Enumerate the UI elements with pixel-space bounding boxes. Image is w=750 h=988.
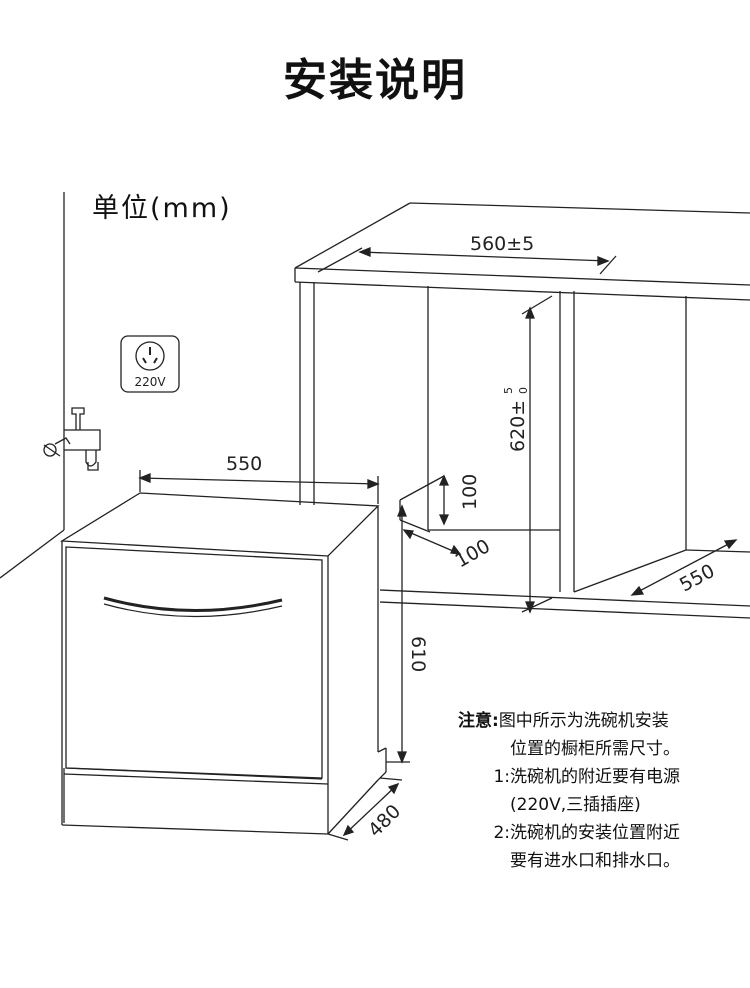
dim-dishwasher-depth-label: 480 [364, 800, 405, 841]
dim-cabinet-height-tol-upper: 5 [502, 387, 515, 394]
dim-niche-depth-group: 100 [452, 535, 494, 572]
dishwasher-handle [103, 596, 283, 618]
socket-label: 220V [134, 375, 166, 389]
niche-step [399, 475, 445, 533]
dim-cabinet-depth-group: 550 [676, 560, 718, 596]
dim-dishwasher-width-label: 550 [226, 453, 262, 475]
countertop [294, 202, 750, 301]
notes-item2-num: 2: [493, 823, 510, 843]
dim-niche-height [438, 474, 450, 526]
notes-item1-line1: 洗碗机的附近要有电源 [510, 767, 680, 787]
dim-cabinet-height-tol-lower: 0 [517, 387, 530, 394]
notes-item1-line2: (220V,三插插座) [510, 795, 641, 815]
notes-label: 注意: [458, 711, 499, 731]
dim-cabinet-width-label: 560±5 [470, 233, 534, 255]
notes-intro-line2: 位置的橱柜所需尺寸。 [510, 739, 680, 759]
notes-item2-line2: 要有进水口和排水口。 [510, 851, 680, 871]
dim-niche-depth-label: 100 [452, 535, 494, 572]
notes-intro-line1: 图中所示为洗碗机安装 [498, 711, 669, 731]
cabinet-opening [299, 282, 750, 619]
notes-item1-num: 1: [493, 767, 510, 787]
dim-dishwasher-depth [327, 777, 403, 841]
dim-niche-height-label: 100 [459, 474, 481, 510]
dim-cabinet-height-label: 620± [507, 400, 529, 452]
dishwasher [59, 492, 387, 835]
power-socket-icon [120, 335, 180, 393]
dim-cabinet-height [521, 295, 553, 614]
dim-dishwasher-height-label: 610 [407, 636, 429, 672]
dim-cabinet-depth-label: 550 [676, 560, 718, 596]
dim-dishwasher-height-group: 610 [407, 636, 429, 672]
unit-label: 单位(mm) [92, 193, 232, 224]
notes-item2-line1: 洗碗机的安装位置附近 [510, 823, 680, 843]
notes-item-2: 2: 洗碗机的安装位置附近 [458, 819, 680, 847]
dim-dishwasher-height [386, 504, 410, 764]
installation-notes: 注意: 图中所示为洗碗机安装 位置的橱柜所需尺寸。 1: 洗碗机的附近要有电源 … [458, 707, 680, 875]
notes-intro: 注意: 图中所示为洗碗机安装 [458, 707, 680, 735]
water-tap-icon [43, 407, 101, 471]
dim-dishwasher-depth-group: 480 [364, 800, 405, 841]
notes-item-1: 1: 洗碗机的附近要有电源 [458, 763, 680, 791]
dim-cabinet-width [317, 247, 617, 275]
page-title: 安装说明 [283, 55, 467, 106]
dim-dishwasher-width [138, 470, 380, 504]
wall [0, 192, 65, 579]
dim-cabinet-depth [630, 539, 738, 596]
dim-niche-depth [402, 529, 462, 555]
dim-cabinet-height-group: 620± 5 0 [502, 387, 530, 452]
dim-niche-height-group: 100 [459, 474, 481, 510]
